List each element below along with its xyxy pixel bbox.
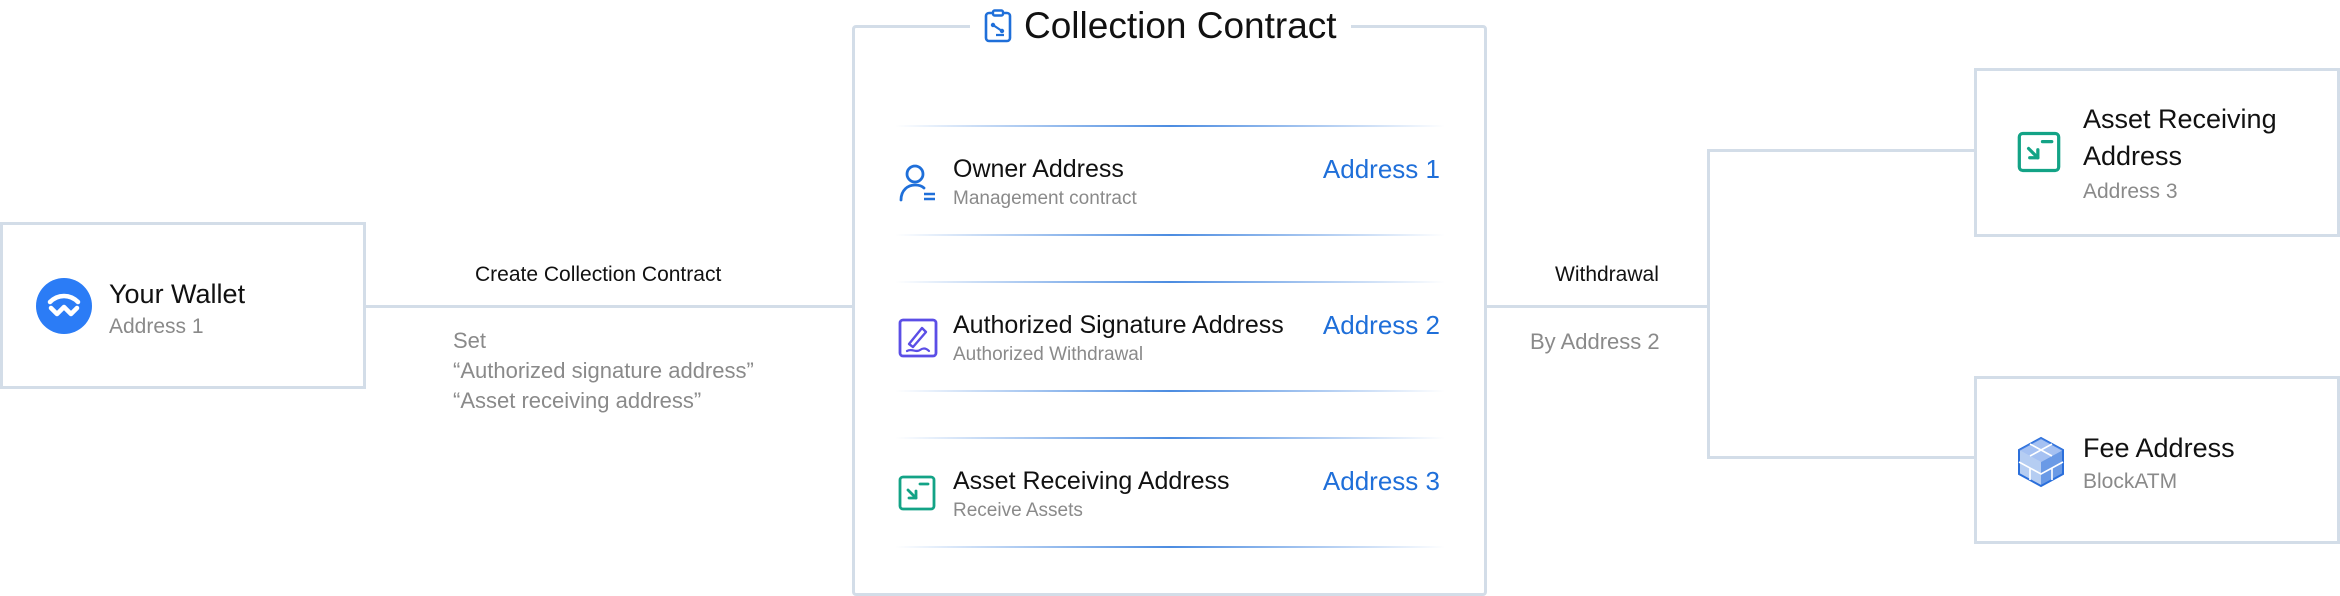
row-separator: [895, 234, 1445, 236]
user-icon: [898, 163, 938, 203]
receive-icon: [898, 475, 936, 511]
withdrawal-label: Withdrawal: [1555, 263, 1659, 286]
contract-title-group: Collection Contract: [970, 0, 1351, 52]
row-separator: [895, 281, 1445, 283]
connector-branch: [1707, 149, 1710, 459]
collection-contract-card: [852, 25, 1487, 596]
contract-title: Collection Contract: [1024, 5, 1337, 46]
receiving-address-title: Asset Receiving Address: [953, 467, 1230, 495]
fee-address-title: Fee Address: [2083, 433, 2235, 463]
blockatm-cube-icon: [2017, 436, 2065, 488]
asset-receiving-address: Address 3: [2083, 180, 2178, 203]
signature-address-subtitle: Authorized Withdrawal: [953, 344, 1144, 365]
row-separator: [895, 546, 1445, 548]
withdrawal-note: By Address 2: [1530, 329, 1660, 354]
connector-create: [365, 305, 852, 308]
receive-icon: [2017, 131, 2061, 173]
row-separator: [895, 390, 1445, 392]
connector-to-fee: [1707, 456, 1976, 459]
receiving-address-subtitle: Receive Assets: [953, 500, 1083, 521]
create-contract-label: Create Collection Contract: [475, 263, 722, 286]
owner-address-value: Address 1: [1322, 154, 1440, 184]
wallet-address: Address 1: [109, 315, 204, 338]
owner-address-subtitle: Management contract: [953, 188, 1137, 209]
create-note-receiving: “Asset receiving address”: [453, 388, 702, 413]
owner-address-title: Owner Address: [953, 155, 1124, 183]
row-separator: [895, 437, 1445, 439]
signature-address-title: Authorized Signature Address: [953, 311, 1284, 339]
asset-receiving-card: Asset Receiving Address Address 3: [1974, 68, 2340, 237]
walletconnect-icon: [36, 278, 92, 334]
create-note-set: Set: [453, 328, 487, 353]
fee-address-subtitle: BlockATM: [2083, 470, 2178, 493]
asset-receiving-title-line2: Address: [2083, 141, 2183, 171]
receiving-address-value: Address 3: [1322, 466, 1440, 496]
asset-receiving-title-line1: Asset Receiving: [2083, 104, 2277, 134]
create-note-signature: “Authorized signature address”: [453, 358, 754, 383]
signature-address-value: Address 2: [1322, 310, 1440, 340]
wallet-title: Your Wallet: [109, 279, 246, 309]
row-separator: [895, 125, 1445, 127]
clipboard-icon: [984, 9, 1012, 43]
wallet-card: Your Wallet Address 1: [0, 222, 366, 389]
signature-icon: [898, 318, 938, 358]
connector-withdrawal: [1485, 305, 1710, 308]
connector-to-receiving: [1707, 149, 1976, 152]
fee-address-card: Fee Address BlockATM: [1974, 376, 2340, 544]
